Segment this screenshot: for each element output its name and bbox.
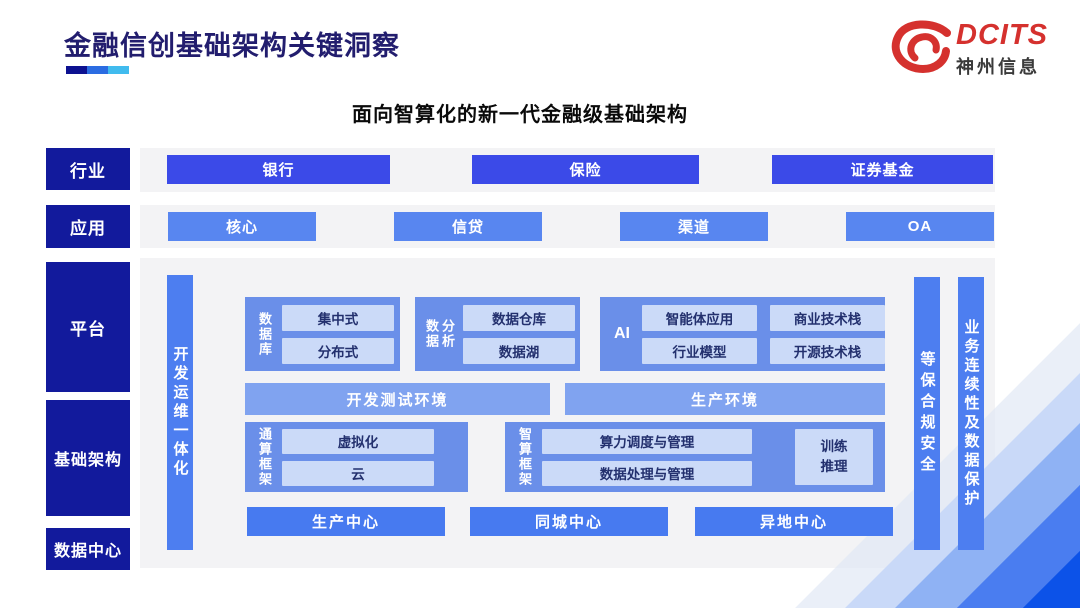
application-item-credit: 信贷 — [394, 212, 542, 241]
ai-group-label: AI — [614, 325, 630, 342]
underline-segment-blue — [87, 66, 108, 74]
business-continuity-label: 业务连续性及数据保护 — [962, 318, 980, 509]
logo-brand-text: DCITS — [956, 18, 1048, 51]
diagram-subtitle: 面向智算化的新一代金融级基础架构 — [352, 104, 688, 126]
devops-bar-label: 开发运维一体化 — [171, 346, 189, 479]
platform-panel: 开发运维一体化 等保合规安全 业务连续性及数据保护 数据库 集中式 分布式 数据… — [140, 258, 995, 568]
side-label-infrastructure: 基础架构 — [46, 400, 130, 516]
ai-item-agent-app: 智能体应用 — [642, 304, 757, 331]
industry-strip: 银行 保险 证券基金 — [140, 148, 995, 192]
intelligent-item-scheduling: 算力调度与管理 — [542, 428, 752, 454]
analytics-group-label: 数据分析 — [424, 319, 455, 349]
side-label-industry: 行业 — [46, 148, 130, 190]
underline-segment-light — [108, 66, 129, 74]
general-computing-label: 通算框架 — [257, 427, 272, 487]
application-strip: 核心 信贷 渠道 OA — [140, 205, 995, 248]
page-title: 金融信创基础架构关键洞察 — [64, 31, 400, 61]
center-production: 生产中心 — [247, 507, 445, 536]
general-computing-group: 通算框架 虚拟化 云 — [245, 422, 468, 492]
security-compliance-label: 等保合规安全 — [918, 350, 936, 477]
logo-company-text: 神州信息 — [956, 56, 1040, 77]
database-group-label: 数据库 — [257, 311, 272, 357]
database-item-centralized: 集中式 — [282, 304, 394, 331]
industry-item-securities: 证券基金 — [772, 155, 993, 184]
side-label-platform: 平台 — [46, 262, 130, 392]
center-same-city: 同城中心 — [470, 507, 668, 536]
analytics-item-lake: 数据湖 — [463, 337, 575, 364]
application-item-channel: 渠道 — [620, 212, 768, 241]
industry-item-insurance: 保险 — [472, 155, 699, 184]
application-item-oa: OA — [846, 212, 994, 241]
ai-group: AI 智能体应用 商业技术栈 行业模型 开源技术栈 — [600, 297, 885, 371]
intelligent-item-training-inference: 训练 推理 — [795, 429, 873, 485]
database-item-distributed: 分布式 — [282, 337, 394, 364]
database-group: 数据库 集中式 分布式 — [245, 297, 400, 371]
analytics-group: 数据分析 数据仓库 数据湖 — [415, 297, 580, 371]
intelligent-item-data-mgmt: 数据处理与管理 — [542, 460, 752, 486]
industry-item-bank: 银行 — [167, 155, 390, 184]
devops-bar: 开发运维一体化 — [167, 275, 193, 550]
company-logo: DCITS 神州信息 — [890, 20, 1048, 79]
intelligent-computing-label: 智算框架 — [517, 427, 532, 487]
title-underline — [66, 66, 129, 74]
ai-item-opensource-stack: 开源技术栈 — [770, 337, 885, 364]
center-remote: 异地中心 — [695, 507, 893, 536]
dcits-swirl-icon — [890, 20, 952, 79]
security-compliance-bar: 等保合规安全 — [914, 277, 940, 550]
intelligent-computing-group: 智算框架 算力调度与管理 数据处理与管理 训练 推理 — [505, 422, 885, 492]
analytics-item-warehouse: 数据仓库 — [463, 304, 575, 331]
side-label-datacenter: 数据中心 — [46, 528, 130, 570]
ai-item-commercial-stack: 商业技术栈 — [770, 304, 885, 331]
dev-test-environment: 开发测试环境 — [245, 383, 550, 415]
underline-segment-dark — [66, 66, 87, 74]
general-item-virtualization: 虚拟化 — [282, 428, 434, 454]
production-environment: 生产环境 — [565, 383, 885, 415]
ai-item-industry-model: 行业模型 — [642, 337, 757, 364]
application-item-core: 核心 — [168, 212, 316, 241]
general-item-cloud: 云 — [282, 460, 434, 486]
business-continuity-bar: 业务连续性及数据保护 — [958, 277, 984, 550]
side-label-application: 应用 — [46, 205, 130, 248]
